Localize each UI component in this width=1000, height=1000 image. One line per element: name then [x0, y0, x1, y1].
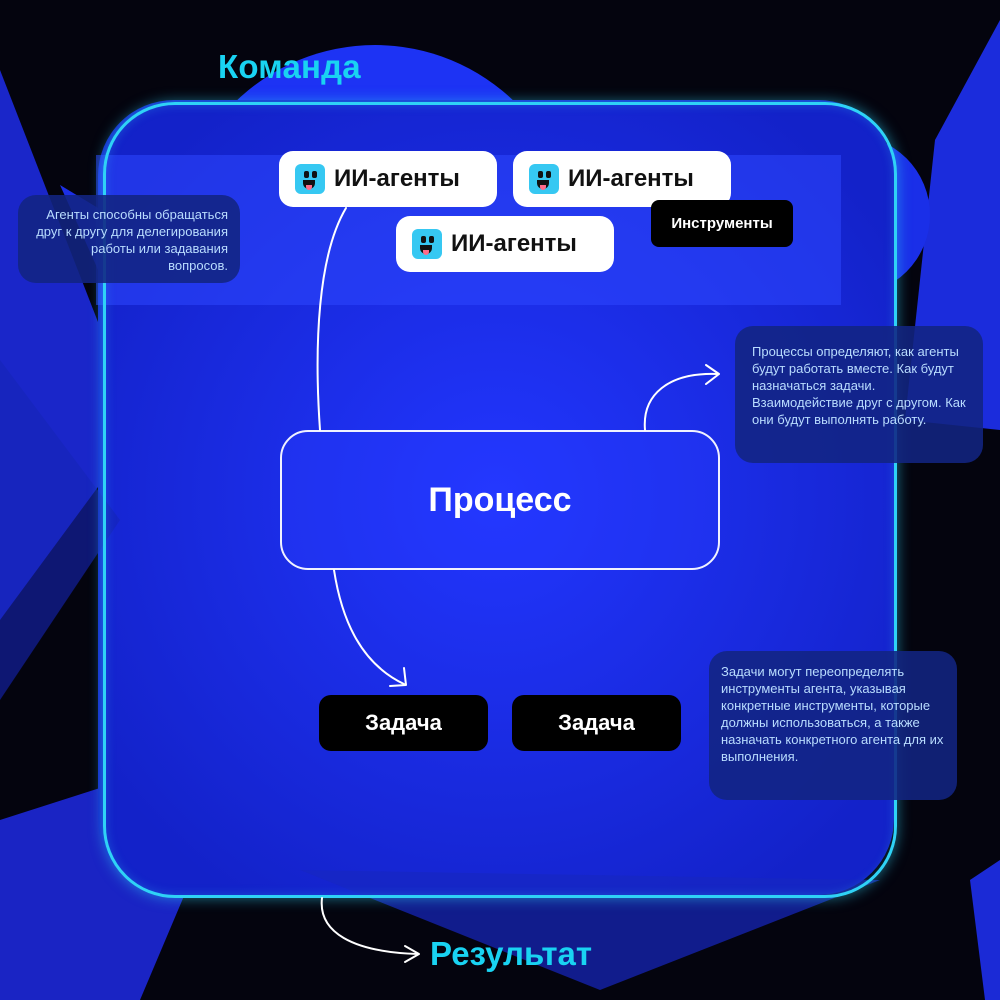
process-label: Процесс	[428, 480, 572, 519]
task-chip-2[interactable]: Задача	[512, 695, 681, 751]
team-frame	[103, 102, 897, 898]
agent-chip-1[interactable]: ИИ-агенты	[279, 151, 497, 207]
robot-face-icon	[529, 164, 559, 194]
agent-label: ИИ-агенты	[451, 230, 577, 257]
process-box[interactable]: Процесс	[280, 430, 720, 570]
agent-label: ИИ-агенты	[568, 165, 694, 192]
result-title: Результат	[430, 935, 593, 972]
team-title: Команда	[218, 48, 361, 85]
note-process: Процессы определяют, как агенты будут ра…	[735, 326, 983, 463]
agent-chip-2[interactable]: ИИ-агенты	[513, 151, 731, 207]
robot-face-icon	[412, 229, 442, 259]
note-agents: Агенты способны обращаться друг к другу …	[18, 195, 240, 283]
task-chip-1[interactable]: Задача	[319, 695, 488, 751]
agent-chip-3[interactable]: ИИ-агенты	[396, 216, 614, 272]
robot-face-icon	[295, 164, 325, 194]
agent-label: ИИ-агенты	[334, 165, 460, 192]
note-tasks: Задачи могут переопределять инструменты …	[709, 651, 957, 800]
tools-chip[interactable]: Инструменты	[651, 200, 793, 247]
